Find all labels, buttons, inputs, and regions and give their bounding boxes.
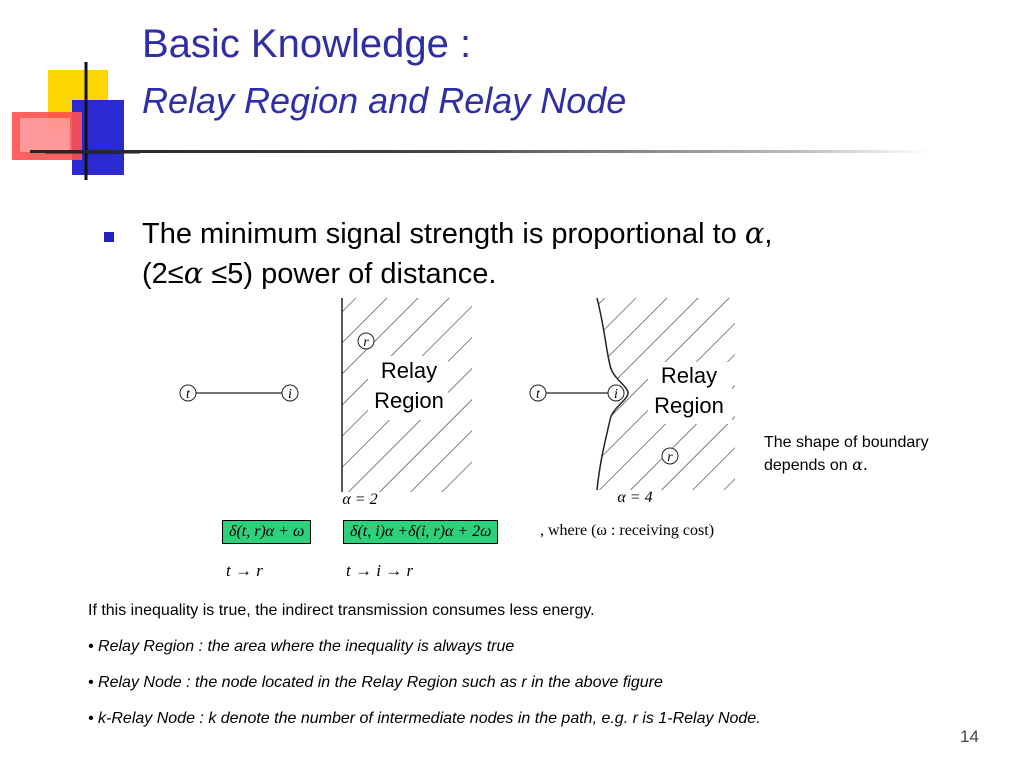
node-i-label: i: [288, 387, 292, 402]
bullet-range-rest: ≤5) power of distance.: [203, 258, 497, 290]
inequality-where-clause: , where (ω : receiving cost): [540, 522, 715, 539]
slide-logo: [12, 62, 140, 180]
node-t-circle: [179, 384, 197, 402]
title-divider: [30, 150, 930, 153]
inequality-left-box: δ(t, r)α + ω: [222, 520, 312, 544]
region-label: Region: [374, 388, 444, 413]
node-r-circle: [661, 447, 679, 465]
figure-alpha-2: Relay Region t i r α = 2: [179, 298, 472, 508]
slide-title: Basic Knowledge :: [142, 22, 472, 66]
alpha-caption: α = 2: [342, 491, 377, 508]
node-r-label: r: [363, 335, 369, 350]
bullet-square-icon: [104, 232, 114, 242]
definition-k-relay-node: • k-Relay Node : k denote the number of …: [88, 710, 761, 727]
region-label: Region: [654, 393, 724, 418]
node-i-circle: [281, 384, 299, 402]
boundary-note: The shape of boundary depends on α.: [764, 432, 929, 477]
region-label: Relay: [381, 358, 437, 383]
bullet-range-open: (2≤: [142, 258, 184, 290]
definition-relay-region: • Relay Region : the area where the ineq…: [88, 638, 515, 655]
relay-path-label: t → i → r: [346, 561, 414, 580]
node-r-circle: [357, 332, 375, 350]
relay-region-figures: Relay Region t i r α = 2 Relay Region t …: [179, 297, 735, 508]
bullet-text-line-2: (2≤α ≤5) power of distance.: [142, 256, 496, 291]
note-text: depends on: [764, 457, 853, 474]
inequality-right-box: δ(t, i)α +δ(i, r)α + 2ω: [343, 520, 499, 544]
paragraph-energy: If this inequality is true, the indirect…: [88, 602, 595, 619]
region-boundary-curve: [596, 297, 629, 491]
note-line-1: The shape of boundary: [764, 434, 929, 451]
region-label: Relay: [661, 363, 717, 388]
node-r-label: r: [667, 450, 673, 465]
figure-alpha-4: Relay Region t i r α = 4: [529, 297, 735, 506]
alpha-symbol: α.: [852, 455, 868, 474]
node-i-circle: [607, 384, 625, 402]
bullet-comma: ,: [764, 218, 773, 250]
alpha-symbol: α: [744, 216, 765, 250]
node-t-label: t: [536, 387, 541, 402]
node-i-label: i: [614, 387, 618, 402]
note-line-2: depends on α.: [764, 454, 929, 477]
bullet-text-line-1: The minimum signal strength is proportio…: [142, 216, 772, 251]
slide-subtitle: Relay Region and Relay Node: [142, 80, 627, 121]
definition-relay-node: • Relay Node : the node located in the R…: [88, 674, 663, 691]
direct-path-label: t → r: [226, 561, 263, 580]
node-t-circle: [529, 384, 547, 402]
page-number: 14: [960, 727, 979, 746]
alpha-caption: α = 4: [617, 489, 652, 506]
bullet-text: The minimum signal strength is proportio…: [142, 218, 745, 250]
node-t-label: t: [186, 387, 191, 402]
alpha-symbol: α: [183, 256, 204, 290]
